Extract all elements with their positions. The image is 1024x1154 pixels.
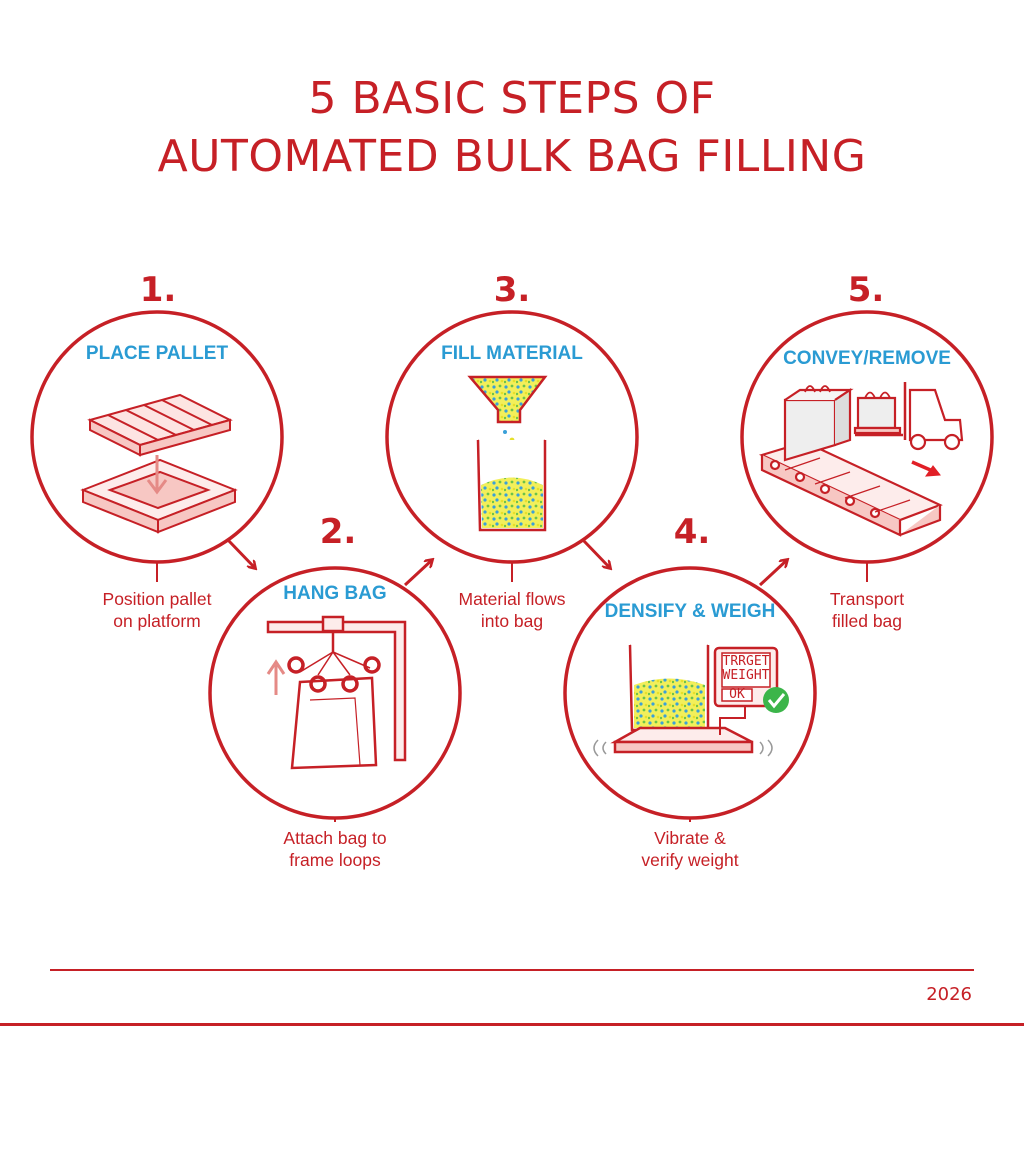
footer-divider <box>50 969 974 971</box>
arrow-3-to-4 <box>581 538 610 568</box>
step-1-number: 1. <box>139 270 177 310</box>
step-5-title: CONVEY/REMOVE <box>783 348 951 369</box>
step-1-description: Position pallet on platform <box>57 588 257 632</box>
step-1-desc-line-2: on platform <box>113 611 201 631</box>
scale-display-line-3: OK <box>729 687 745 702</box>
page-title: 5 BASIC STEPS OF AUTOMATED BULK BAG FILL… <box>0 70 1024 186</box>
step-5-description: Transport filled bag <box>767 588 967 632</box>
step-3-desc-line-2: into bag <box>480 611 544 631</box>
down-arrow-icon <box>146 455 168 495</box>
check-icon <box>763 687 789 713</box>
step-2-desc-line-1: Attach bag to <box>283 828 387 848</box>
scale-display-line-1: TRRGET <box>722 654 770 669</box>
step-5-desc-line-2: filled bag <box>831 611 903 631</box>
scale-display: TRRGET WEIGHT <box>716 655 776 683</box>
step-2-number: 2. <box>319 512 357 552</box>
scale-display-line-2: WEIGHT <box>722 668 770 683</box>
step-5-desc-line-1: Transport <box>829 589 905 609</box>
footer-year: 2026 <box>926 984 972 1005</box>
arrow-2-to-3 <box>403 560 432 587</box>
step-1-desc-line-1: Position pallet <box>102 589 212 609</box>
scale-icon <box>593 644 779 757</box>
step-3-desc-line-1: Material flows <box>458 589 566 609</box>
step-2-description: Attach bag to frame loops <box>235 827 435 871</box>
step-4-number: 4. <box>673 512 711 552</box>
step-3-number: 3. <box>493 270 531 310</box>
step-4-description: Vibrate & verify weight <box>590 827 790 871</box>
title-line-1: 5 BASIC STEPS OF <box>308 73 716 124</box>
title-line-2: AUTOMATED BULK BAG FILLING <box>157 131 867 182</box>
hopper-fill-icon <box>467 375 548 532</box>
conveyor-forklift-icon <box>758 382 964 537</box>
arrow-4-to-5 <box>758 560 787 587</box>
step-3-description: Material flows into bag <box>412 588 612 632</box>
scale-display-status: OK <box>707 688 767 702</box>
step-1-title: PLACE PALLET <box>85 343 229 364</box>
step-2-title: HANG BAG <box>283 583 387 604</box>
exit-arrow-icon <box>911 460 941 477</box>
step-4-title: DENSIFY & WEIGH <box>604 601 776 622</box>
hanging-bag-icon <box>266 615 407 770</box>
flow-arrows <box>226 538 787 587</box>
footer-bottom-rule <box>0 1023 1024 1026</box>
step-4-desc-line-1: Vibrate & <box>654 828 726 848</box>
step-5-number: 5. <box>847 270 885 310</box>
step-4-desc-line-2: verify weight <box>641 850 739 870</box>
step-2-desc-line-2: frame loops <box>289 850 381 870</box>
step-3-title: FILL MATERIAL <box>441 343 583 364</box>
up-arrow-icon <box>266 659 286 695</box>
arrow-1-to-2 <box>226 538 255 568</box>
